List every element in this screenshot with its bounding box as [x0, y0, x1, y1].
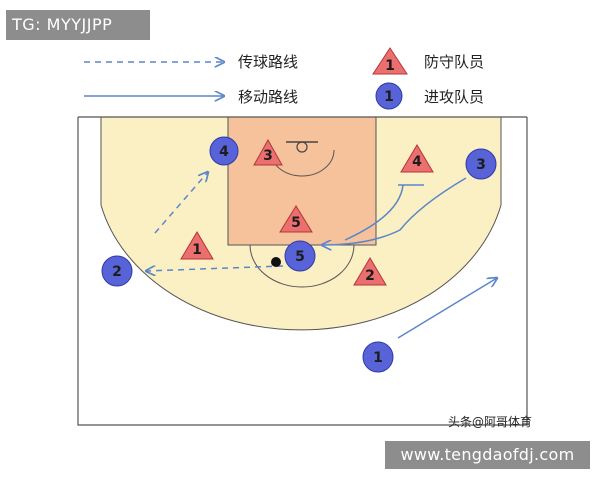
defender-2: 2 [353, 257, 387, 286]
svg-text:2: 2 [112, 264, 122, 280]
court-boundary [77, 117, 528, 426]
attacker-5: 5 [284, 240, 316, 272]
svg-text:1: 1 [192, 242, 202, 258]
svg-text:4: 4 [412, 154, 422, 170]
svg-text:1: 1 [384, 89, 394, 105]
credit-text: 头条@阿哥体育 [448, 415, 533, 429]
defender-3: 3 [253, 138, 283, 166]
move-route-4-defense [344, 184, 404, 241]
svg-text:4: 4 [219, 144, 229, 160]
move-route-1 [397, 278, 497, 339]
svg-text:5: 5 [295, 249, 305, 265]
legend-attacker-marker: 1 [375, 82, 403, 110]
svg-text:1: 1 [385, 58, 395, 74]
legend-attacker-label: 进攻队员 [424, 88, 485, 106]
legend-defender-label: 防守队员 [424, 53, 485, 71]
svg-text:3: 3 [476, 157, 486, 173]
attacker-1: 1 [362, 341, 394, 373]
svg-text:3: 3 [263, 148, 273, 164]
move-route-3-to-5 [322, 177, 467, 245]
attacker-2: 2 [101, 255, 133, 287]
site-url-tag: www.tengdaofdj.com [385, 441, 590, 469]
svg-text:2: 2 [365, 268, 375, 284]
defender-1: 1 [180, 231, 214, 260]
ball [271, 257, 281, 267]
attacker-3: 3 [465, 148, 497, 180]
rim [296, 141, 308, 153]
defender-5: 5 [279, 205, 313, 233]
svg-text:1: 1 [373, 350, 383, 366]
attacker-4: 4 [209, 136, 239, 166]
legend-pass-label: 传球路线 [238, 53, 299, 71]
watermark-tag: TG: MYYJJPP [6, 10, 150, 40]
pass-route-5-to-2 [146, 265, 284, 271]
legend-defender-marker: 1 [372, 47, 408, 75]
free-throw-circle [249, 244, 355, 288]
defender-4: 4 [400, 144, 434, 173]
pass-route-2-to-4 [154, 172, 208, 234]
legend-move-label: 移动路线 [238, 88, 299, 106]
svg-text:5: 5 [291, 215, 301, 231]
